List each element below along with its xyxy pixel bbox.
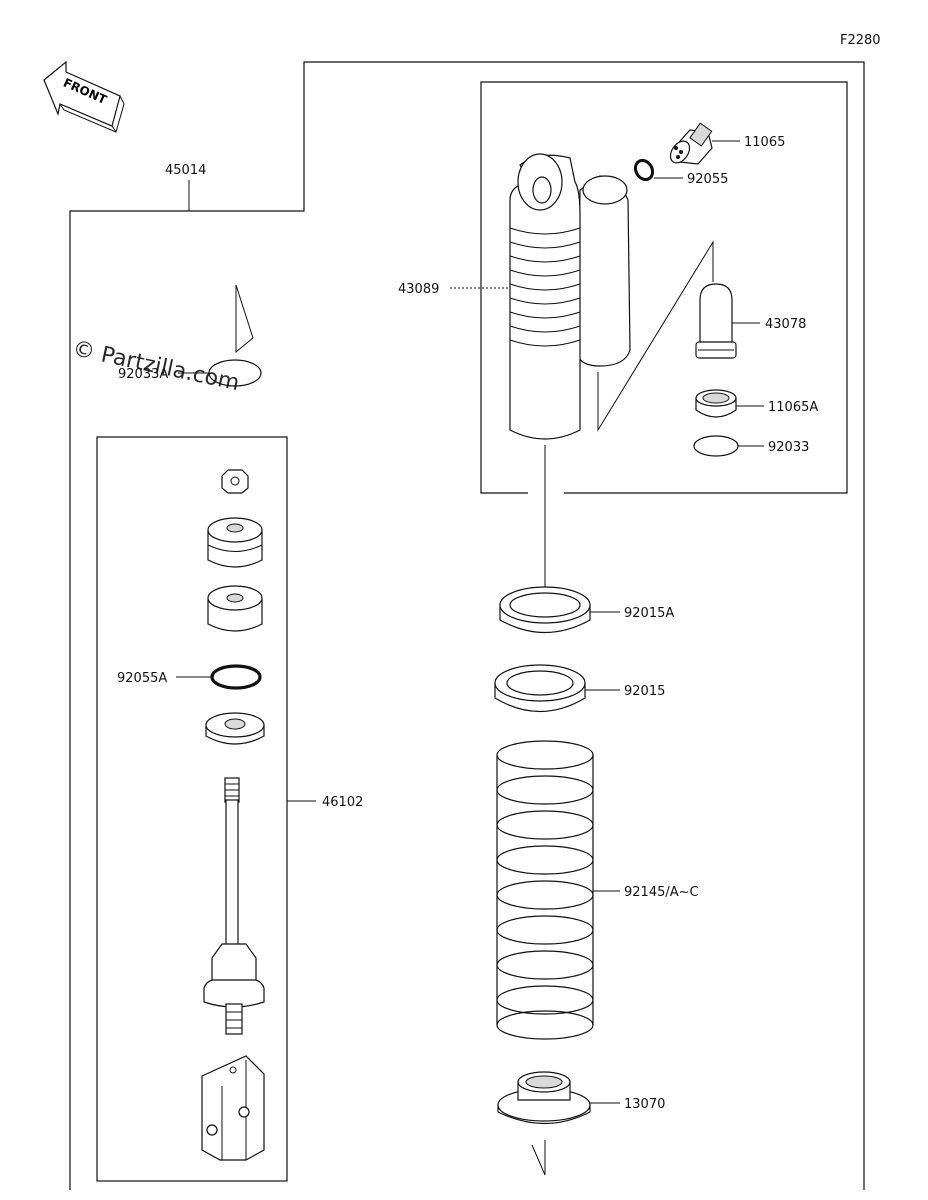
shock-subassembly-frame (480, 81, 848, 494)
label-92145: 92145/A~C (624, 885, 699, 900)
diagram-code: F2280 (840, 33, 881, 48)
guide-line-bottom-tip (531, 1140, 546, 1176)
label-11065a: 11065A (768, 400, 818, 415)
label-92015: 92015 (624, 684, 665, 699)
watermark: © Partzilla.com (70, 336, 241, 396)
lock-nut-a-part (499, 586, 591, 634)
label-92033: 92033 (768, 440, 809, 455)
guide-line-bladder (597, 240, 714, 432)
circlip-right-part (693, 435, 739, 457)
bladder-part (695, 283, 737, 359)
rod-subassembly-frame (96, 436, 288, 1182)
assembly-frame (69, 61, 865, 1190)
label-92055a: 92055A (117, 671, 167, 686)
cap-part (695, 389, 737, 418)
label-92055: 92055 (687, 172, 728, 187)
label-13070: 13070 (624, 1097, 665, 1112)
label-92033a: 92033A (118, 367, 168, 382)
rod-assembly-parts (207, 469, 263, 632)
front-arrow-icon: FRONT (43, 60, 125, 134)
label-43089: 43089 (398, 282, 439, 297)
label-45014: 45014 (165, 163, 206, 178)
spring-seat-part (497, 1071, 591, 1125)
shock-body-part (509, 153, 631, 440)
watermark-text: © Partzilla.com (70, 336, 241, 396)
label-43078: 43078 (765, 317, 806, 332)
label-11065: 11065 (744, 135, 785, 150)
o-ring-upper-part (633, 158, 655, 182)
lock-nut-part (494, 664, 586, 713)
valve-part (669, 122, 713, 165)
label-92015a: 92015A (624, 606, 674, 621)
rod-assembly-lower-parts (201, 712, 265, 1161)
guide-line-circlip-left (235, 284, 254, 354)
spring-part (496, 740, 594, 1040)
label-46102: 46102 (322, 795, 363, 810)
o-ring-lower-part (210, 664, 262, 690)
